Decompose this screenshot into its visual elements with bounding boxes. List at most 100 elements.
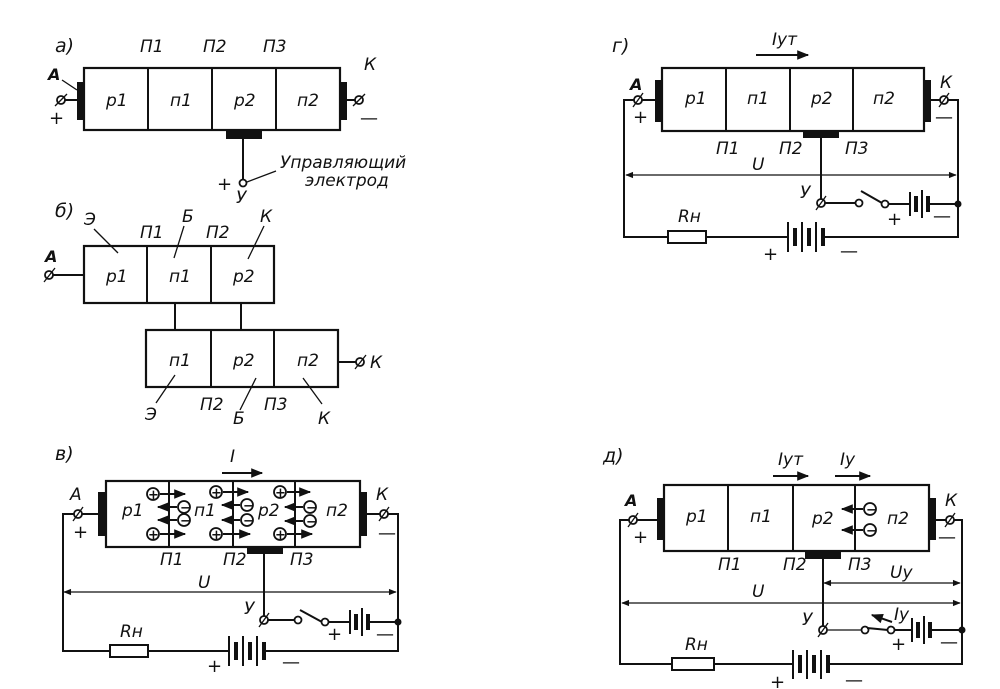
region-label: р2	[257, 501, 280, 521]
cathode-label: К	[370, 353, 383, 373]
hole	[273, 527, 287, 541]
gate-label: У	[800, 183, 812, 203]
region-label: п1	[169, 267, 191, 287]
voltage-label: U	[752, 155, 765, 175]
load-resistor	[667, 230, 707, 244]
svg-text:−: −	[180, 514, 191, 529]
hole	[146, 487, 160, 501]
role-label: К	[318, 409, 331, 429]
role-label: Б	[182, 207, 194, 227]
switch-contact	[880, 199, 890, 209]
junction-node	[958, 626, 966, 634]
gate-terminal	[238, 178, 248, 188]
cathode-contact	[360, 492, 367, 536]
junction-label: П2	[783, 555, 807, 575]
svg-text:+: +	[211, 486, 222, 501]
cathode-contact	[929, 498, 936, 540]
switch-contact	[886, 625, 896, 635]
switch-contact	[854, 198, 864, 208]
cathode-contact	[924, 80, 931, 122]
panel-v: в) I р1 п1 р2 п2 + + − − + + −	[55, 443, 402, 677]
gate-current-label: Iу	[840, 450, 856, 470]
panel-g: г) Iут р1 п1 р2 п2 П1 П2 П3 А + К — U	[612, 30, 962, 265]
carriers-j3: − −	[840, 502, 877, 539]
anode-contact	[98, 492, 106, 536]
gate-switch[interactable]	[866, 627, 889, 631]
gate-battery-minus: —	[376, 624, 394, 645]
junction-label: П1	[160, 550, 184, 570]
junction-node	[394, 618, 402, 626]
gate-loop-current-label: Iу	[894, 605, 910, 625]
load-label: Rн	[678, 207, 701, 227]
panel-b: б) Э П1 Б П2 К р1 п1 р2 А п1 р2 п2 Э П2 …	[43, 200, 383, 429]
svg-text:−: −	[866, 503, 877, 518]
leak-current-label: Iут	[778, 450, 804, 470]
current-label: I	[230, 447, 235, 467]
anode-sign: +	[633, 107, 648, 128]
anode-label: А	[69, 485, 82, 505]
gate-voltage-label: Uу	[890, 563, 913, 583]
load-resistor	[109, 644, 149, 658]
supply-minus: —	[282, 652, 300, 673]
role-label: Э	[83, 210, 96, 230]
region-label: р2	[810, 89, 833, 109]
panel-d-label: д)	[602, 445, 624, 467]
junction-label: П2	[200, 395, 224, 415]
electron	[177, 513, 191, 527]
region-label: п1	[194, 501, 216, 521]
region-label: р2	[811, 509, 834, 529]
gate-loop-current-arrow	[870, 614, 893, 624]
anode-label: А	[46, 65, 60, 84]
gate-contact	[247, 547, 283, 554]
main-battery	[787, 222, 825, 252]
svg-text:+: +	[148, 528, 159, 543]
gate-label: У	[802, 610, 814, 630]
electron	[863, 502, 877, 516]
electron	[303, 514, 317, 528]
svg-text:+: +	[275, 486, 286, 501]
thyristor-body	[662, 483, 931, 553]
switch-contact	[320, 617, 330, 627]
main-battery	[228, 636, 266, 666]
anode-contact	[77, 82, 84, 120]
svg-text:−: −	[180, 501, 191, 516]
role-label: К	[260, 207, 273, 227]
gate-switch[interactable]	[860, 190, 883, 204]
region-label: р1	[105, 91, 128, 111]
region-label: п2	[297, 351, 319, 371]
electron	[240, 513, 254, 527]
gate-switch[interactable]	[299, 609, 323, 623]
gate-contact	[226, 130, 262, 139]
svg-text:−: −	[243, 514, 254, 529]
junction-label: П3	[845, 139, 869, 159]
supply-minus: —	[840, 241, 858, 262]
panel-d: д) Iут Iу р1 п1 р2 п2 − − П1 П2 П3 А +	[602, 445, 966, 689]
panel-g-label: г)	[612, 35, 629, 57]
region-label: п1	[170, 91, 192, 111]
main-battery	[792, 650, 830, 679]
region-label: п2	[887, 509, 909, 529]
role-label: Э	[144, 405, 157, 425]
anode-label: А	[623, 491, 637, 510]
junction-label: П1	[718, 555, 742, 575]
junction-label: П2	[206, 223, 230, 243]
gate-label: У	[236, 188, 248, 208]
load-label: Rн	[120, 622, 143, 642]
anode-contact	[655, 80, 662, 122]
gate-contact	[803, 131, 839, 138]
electron	[240, 498, 254, 512]
region-label: п1	[747, 89, 769, 109]
region-label: р1	[685, 507, 708, 527]
gate-label: У	[244, 599, 256, 619]
junction-label: П3	[290, 550, 314, 570]
load-label: Rн	[685, 635, 708, 655]
cathode-label: К	[364, 55, 377, 75]
svg-text:+: +	[211, 528, 222, 543]
cathode-sign: —	[360, 108, 378, 129]
current-label: Iут	[772, 30, 798, 50]
junction-label: П2	[779, 139, 803, 159]
region-label: р1	[105, 267, 128, 287]
gate-battery-plus: +	[891, 634, 906, 655]
junction-label: П1	[716, 139, 740, 159]
